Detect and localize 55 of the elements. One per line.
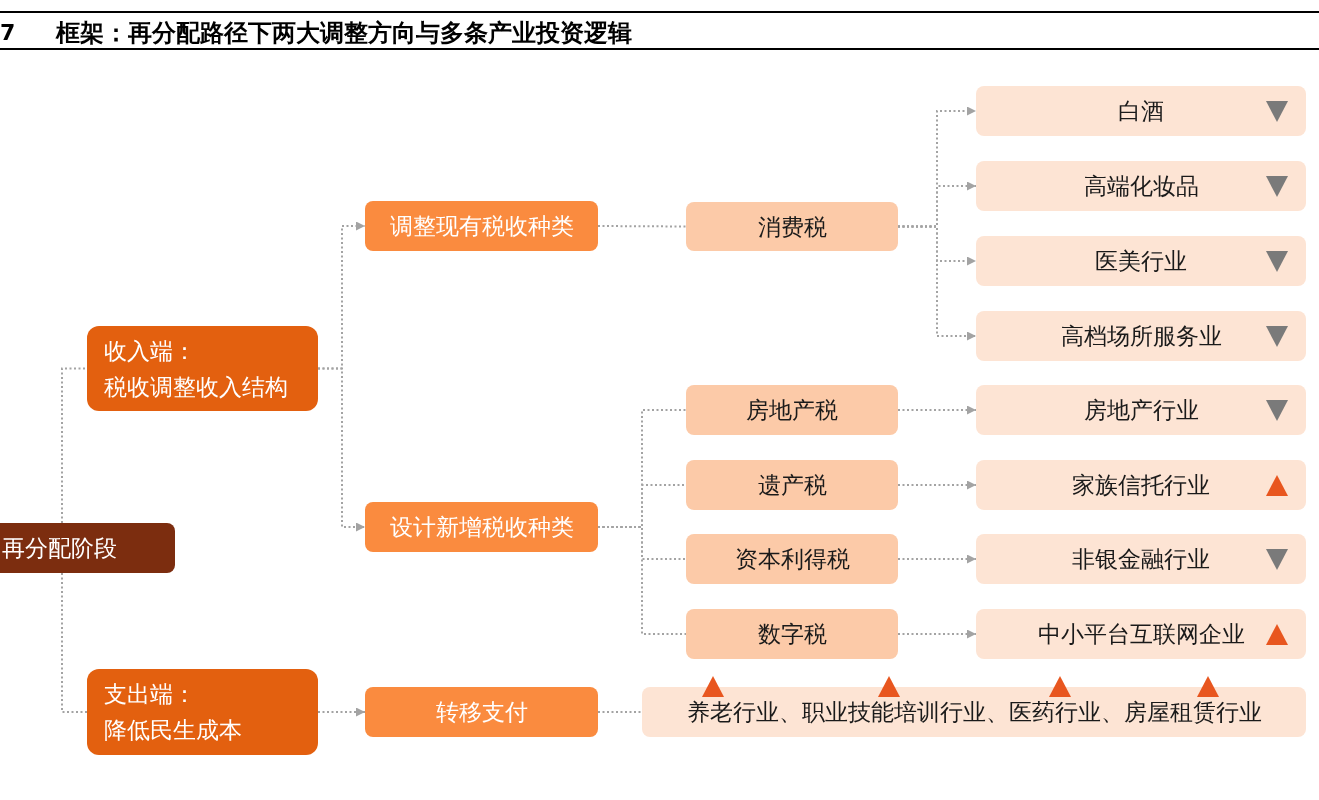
direction-box xyxy=(365,687,598,737)
node-label: 调整现有税收种类 xyxy=(389,212,574,241)
tax-box xyxy=(686,460,898,510)
node-label: 家族信托行业 xyxy=(1072,471,1210,500)
industry-box xyxy=(976,460,1306,510)
stage-box xyxy=(0,523,175,573)
node-label: 白酒 xyxy=(1118,97,1164,126)
direction-box xyxy=(365,502,598,552)
title: 框架：再分配路径下两大调整方向与多条产业投资逻辑 xyxy=(56,18,632,49)
connector-line xyxy=(61,572,88,713)
node-label: 高端化妆品 xyxy=(1083,172,1199,201)
tax-box xyxy=(686,534,898,584)
arrow xyxy=(897,225,977,341)
arrow xyxy=(317,707,366,717)
node-label: 养老行业、职业技能培训行业、医药行业、房屋租赁行业 xyxy=(686,698,1262,727)
industry-box xyxy=(976,311,1306,361)
node-label: 降低民生成本 xyxy=(104,716,242,745)
node-label: 遗产税 xyxy=(757,471,827,500)
node-label: 资本利得税 xyxy=(734,545,850,574)
connector-line xyxy=(61,367,88,524)
industry-box xyxy=(976,86,1306,136)
node-label: 房地产税 xyxy=(746,396,838,425)
node-label: 非银金融行业 xyxy=(1072,545,1210,574)
industry-box xyxy=(976,385,1306,435)
category-box xyxy=(87,669,318,755)
arrow xyxy=(897,629,977,639)
node-label: 消费税 xyxy=(757,212,827,242)
node-label: 数字税 xyxy=(757,620,827,649)
tax-box xyxy=(686,202,898,251)
node-label: 房地产行业 xyxy=(1083,396,1199,425)
category-box xyxy=(87,326,318,411)
industry-box xyxy=(976,161,1306,211)
tax-box xyxy=(686,609,898,659)
industry-box xyxy=(976,609,1306,659)
node-label: 设计新增税收种类 xyxy=(389,513,574,542)
node-label: 转移支付 xyxy=(435,698,528,727)
arrow xyxy=(317,367,366,532)
arrow xyxy=(897,405,977,415)
tax-box xyxy=(686,385,898,435)
node-label: 中小平台互联网企业 xyxy=(1037,620,1245,649)
node-heading: 支出端： xyxy=(104,680,196,709)
node-label: 税收调整收入结构 xyxy=(104,372,288,402)
industry-box xyxy=(976,534,1306,584)
node-label: 医美行业 xyxy=(1095,247,1187,276)
arrow xyxy=(897,554,977,564)
arrow xyxy=(897,480,977,490)
node-heading: 收入端： xyxy=(104,336,196,366)
node-label: 再分配阶段 xyxy=(2,534,117,563)
industry-box xyxy=(976,236,1306,286)
connector-line xyxy=(597,225,687,228)
node-label: 高档场所服务业 xyxy=(1060,322,1222,351)
industry-box xyxy=(642,687,1306,737)
figure-number: 7 xyxy=(0,19,16,47)
direction-box xyxy=(365,201,598,251)
connector-line xyxy=(597,711,643,713)
